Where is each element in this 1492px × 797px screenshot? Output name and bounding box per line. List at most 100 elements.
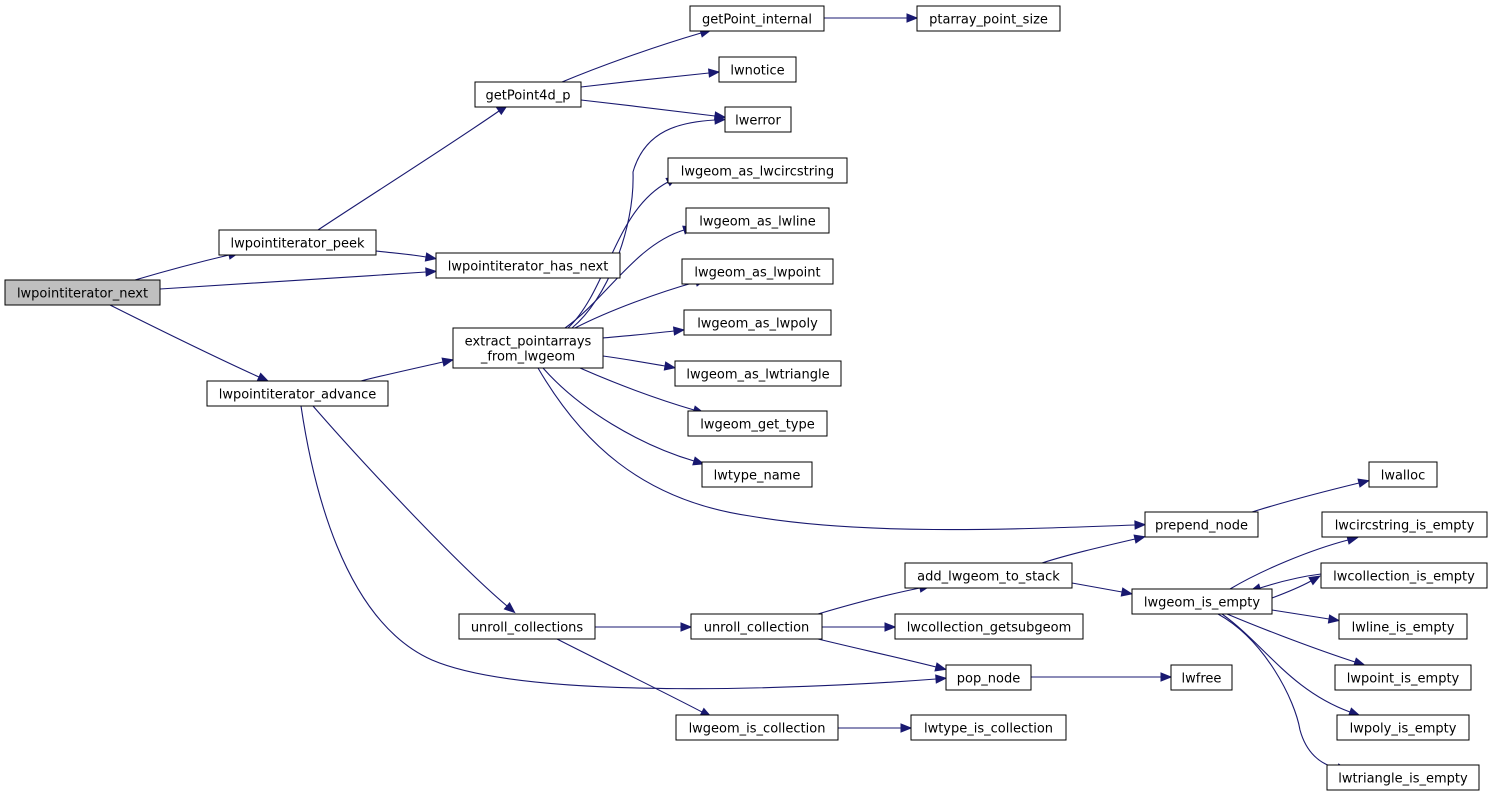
node-label: lwpoint_is_empty [1347,672,1460,687]
edge-arrowhead [884,622,897,632]
edge-lwpointiterator_next-to-lwpointiterator_has_next [159,267,438,290]
node-box [916,5,1061,32]
node-box [683,309,832,336]
edge-unroll_collections-to-lwgeom_is_collection [556,638,713,718]
node-label: extract_pointarrays [465,335,592,350]
node-lwgeom-is-empty[interactable]: lwgeom_is_empty [1131,588,1273,615]
node-pop-node[interactable]: pop_node [945,664,1032,691]
edge-line [134,254,230,281]
edge-line [564,229,685,329]
node-extract-pointarrays-from-lwgeom[interactable]: extract_pointarrays_from_lwgeom [452,327,604,369]
node-box [718,56,797,83]
edge-line [556,638,703,713]
node-box [945,664,1032,691]
edge-extract_pointarrays_from_lwgeom-to-lwerror [571,115,727,329]
node-label: lwgeom_is_empty [1144,596,1261,611]
node-lwgeom-as-lwcircstring[interactable]: lwgeom_as_lwcircstring [667,157,848,184]
edge-prepend_node-to-lwalloc [1251,478,1371,513]
node-lwpoly-is-empty[interactable]: lwpoly_is_empty [1336,714,1470,741]
edge-line [1217,613,1339,769]
node-label: lwpointiterator_has_next [448,260,609,275]
node-lwcollection-is-empty[interactable]: lwcollection_is_empty [1320,562,1488,589]
node-ptarray-point-size[interactable]: ptarray_point_size [916,5,1061,32]
node-label: lwgeom_as_lwpoly [697,317,818,332]
node-box [689,5,825,32]
node-box [206,380,389,407]
node-box [1170,664,1233,691]
node-box [675,714,839,741]
node-unroll-collections[interactable]: unroll_collections [458,613,596,640]
edge-unroll_collections-to-unroll_collection [595,622,693,632]
edge-unroll_collection-to-pop_node [817,638,948,672]
node-lwgeom-as-lwpoint[interactable]: lwgeom_as_lwpoint [681,258,834,285]
edge-extract_pointarrays_from_lwgeom-to-lwtype_name [542,367,705,466]
node-box [435,252,621,279]
node-lwnotice[interactable]: lwnotice [718,56,797,83]
node-lwgeom-as-lwline[interactable]: lwgeom_as_lwline [685,207,830,234]
edge-line [1259,573,1322,589]
node-label: lwerror [735,114,781,129]
edge-arrowhead [503,602,516,614]
node-lwfree[interactable]: lwfree [1170,664,1233,691]
node-add-lwgeom-to-stack[interactable]: add_lwgeom_to_stack [904,562,1073,589]
nodes-layer: lwpointiterator_next lwpointiterator_peek… [4,5,1488,791]
node-box [724,106,792,133]
edge-line [561,32,702,83]
node-lwerror[interactable]: lwerror [724,106,792,133]
node-label: getPoint_internal [702,13,812,28]
edge-line [602,330,675,339]
node-lwgeom-as-lwtriangle[interactable]: lwgeom_as_lwtriangle [674,360,842,387]
edge-lwgeom_is_empty-to-lwcollection_is_empty [1271,575,1321,599]
node-box [904,562,1073,589]
node-lwtriangle-is-empty[interactable]: lwtriangle_is_empty [1326,764,1480,791]
edge-arrowhead [672,326,686,336]
node-label: lwgeom_as_lwtriangle [686,368,829,383]
edge-arrowhead [935,674,948,684]
node-box [474,81,582,108]
node-lwpointiterator-has-next[interactable]: lwpointiterator_has_next [435,252,621,279]
edge-line [1226,613,1356,663]
edge-arrowhead [1133,534,1147,544]
node-label: lwcollection_is_empty [1333,570,1475,585]
edge-add_lwgeom_to_stack-to-lwgeom_is_empty [1071,582,1134,597]
node-lwpointiterator-advance[interactable]: lwpointiterator_advance [206,380,389,407]
node-box [1144,511,1259,538]
edge-lwgeom_is_empty-to-lwpoly_is_empty [1221,613,1361,717]
node-getPoint-internal[interactable]: getPoint_internal [689,5,825,32]
edge-line [1251,482,1360,513]
node-box [1336,714,1470,741]
node-box [1131,588,1273,615]
edge-line [542,367,695,462]
node-unroll-collection[interactable]: unroll_collection [690,613,823,640]
node-prepend-node[interactable]: prepend_node [1144,511,1259,538]
edge-line [567,181,669,329]
node-lwpointiterator-peek[interactable]: lwpointiterator_peek [218,229,377,256]
edge-getPoint_internal-to-ptarray_point_size [824,13,919,23]
node-label: getPoint4d_p [486,89,571,104]
node-lwgeom-as-lwpoly[interactable]: lwgeom_as_lwpoly [683,309,832,336]
edge-line [580,99,716,117]
node-lwtype-name[interactable]: lwtype_name [701,461,813,488]
edge-line [360,361,444,382]
edge-line [1221,613,1351,713]
edge-arrowhead [425,267,438,277]
edge-arrowhead [1327,614,1341,624]
edge-arrowhead [1160,672,1173,682]
node-lwline-is-empty[interactable]: lwline_is_empty [1338,613,1468,640]
node-label: _from_lwgeom [480,350,575,365]
edge-arrowhead [424,252,438,262]
node-lwcircstring-is-empty[interactable]: lwcircstring_is_empty [1321,511,1488,538]
edge-unroll_collection-to-add_lwgeom_to_stack [817,583,932,615]
node-lwalloc[interactable]: lwalloc [1368,461,1438,488]
node-lwtype-is-collection[interactable]: lwtype_is_collection [910,714,1067,741]
node-lwgeom-get-type[interactable]: lwgeom_get_type [687,410,828,437]
node-label: lwpointiterator_next [17,287,148,302]
node-getPoint4d-p[interactable]: getPoint4d_p [474,81,582,108]
node-lwgeom-is-collection[interactable]: lwgeom_is_collection [675,714,839,741]
edge-arrowhead [708,68,721,78]
node-box [687,410,828,437]
node-lwpoint-is-empty[interactable]: lwpoint_is_empty [1334,664,1472,691]
edge-lwgeom_is_collection-to-lwtype_is_collection [838,723,913,733]
node-lwcollection-getsubgeom[interactable]: lwcollection_getsubgeom [894,613,1084,640]
